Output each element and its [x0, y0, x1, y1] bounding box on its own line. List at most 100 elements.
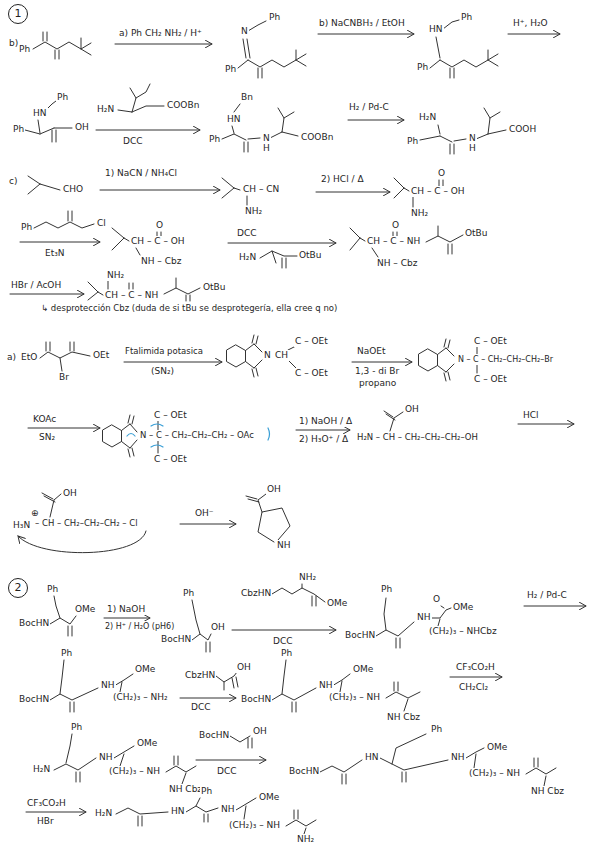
chem-text: C – OEt [294, 368, 329, 379]
section-number-text: 1 [15, 8, 22, 20]
chem-text: COOBn [300, 132, 334, 143]
chem-text: H₂ / Pd-C [526, 590, 568, 601]
chem-text: HN [428, 24, 444, 35]
chem-text: Ph [182, 588, 195, 599]
chem-text: OH [62, 488, 78, 499]
chem-text: NH Cbz [386, 712, 421, 723]
chem-text: NH – Cbz [140, 256, 182, 267]
chem-text: Ph [12, 124, 25, 135]
chem-text: H₂N [418, 112, 437, 123]
chem-text: CbzHN [184, 670, 216, 681]
chem-text: NH – Cbz [376, 258, 418, 269]
chem-text: Ftalimida potasica [124, 346, 204, 357]
chem-text: O [155, 220, 164, 231]
chem-text: b) NaCNBH₃ / EtOH [318, 18, 406, 29]
chem-text: CH – CN [242, 184, 280, 195]
chem-text: C – OEt [153, 454, 188, 465]
chem-text: Ph [60, 648, 73, 659]
chem-text: 1) NaOH [106, 604, 146, 615]
chem-text: H⁺, H₂O [512, 18, 549, 29]
chem-text: EtO [20, 352, 38, 363]
chem-text: OtBu [202, 282, 227, 293]
chem-text: OMe [136, 738, 158, 749]
chem-text: NH Cbz [530, 786, 565, 797]
chem-text: DCC [216, 766, 238, 777]
chem-text: NH [318, 680, 334, 691]
chem-text: (CH₂)₃ – NH [468, 768, 521, 779]
chem-text: DCC [122, 136, 144, 147]
chem-text: OMe [486, 742, 508, 753]
chem-text: N – C – CH₂–CH₂–CH₂ – OAc [139, 430, 255, 441]
chem-text: OMe [74, 604, 96, 615]
chem-text: DCC [236, 228, 258, 239]
chem-text: 2) HCl / Δ [320, 174, 365, 185]
chem-text: N [240, 26, 249, 37]
chem-text: Ph [460, 12, 473, 23]
chem-text: OtBu [464, 228, 489, 239]
chem-text: c) [8, 176, 18, 187]
chem-text: BocHN [198, 730, 230, 741]
margin-note: ↳ desprotección Cbz (duda de si tBu se d… [40, 303, 338, 314]
chem-text: H [468, 143, 477, 154]
chem-text: CH – C – NH [104, 290, 159, 301]
chem-text: N – C – CH₂–CH₂–CH₂–Br [457, 354, 554, 365]
chem-text: NH [276, 540, 292, 551]
chem-text: H₂N [32, 764, 51, 775]
chem-text: HN [226, 114, 242, 125]
chem-text: H₃N [12, 520, 31, 531]
chem-text: BocHN [160, 634, 192, 645]
chem-text: H₂ / Pd-C [348, 102, 390, 113]
chem-text: NH₂ [410, 208, 429, 219]
chem-text: DCC [190, 702, 212, 713]
chem-text: OEt [92, 350, 110, 361]
chem-text: CbzHN [240, 588, 272, 599]
chem-text: 1,3 - di Br [354, 366, 400, 377]
chem-text: NH [100, 680, 116, 691]
chem-text: BocHN [18, 694, 50, 705]
chem-text: OH [210, 622, 226, 633]
chem-text: NH₂ [106, 270, 125, 281]
chem-text: (CH₂)₃ – NHCbz [428, 626, 498, 637]
chem-text: NH₂ [298, 572, 317, 583]
chem-text: (CH₂)₃ – NH [328, 692, 381, 703]
chem-text: Ph [380, 584, 393, 595]
chem-text: Ph [416, 62, 429, 73]
chem-text: Ph [406, 136, 419, 147]
chem-text: a) Ph CH₂ NH₂ / H⁺ [118, 28, 203, 39]
chem-text: N [263, 350, 272, 361]
chem-text: Ph [268, 12, 281, 23]
chem-text: OH [236, 662, 252, 673]
chem-text: OH [252, 726, 268, 737]
chem-text: HBr / AcOH [10, 280, 62, 291]
chem-text: Ph [280, 648, 293, 659]
section-number-text: 2 [15, 582, 22, 594]
chem-text: CH – C – OH [410, 186, 466, 197]
chem-text: Ph [70, 722, 83, 733]
chem-text: – CH – CH₂–CH₂–CH₂ – Cl [34, 518, 139, 529]
chem-text: HN [364, 752, 380, 763]
chem-text: OMe [134, 664, 156, 675]
chem-text: Ph [18, 44, 31, 55]
chem-text: HBr [36, 816, 55, 827]
chem-text: (CH₂)₃ – NH [108, 766, 161, 777]
chem-text: BocHN [18, 618, 50, 629]
chem-text: NH₂ [296, 834, 315, 845]
chem-text: O [432, 594, 441, 605]
chem-text: BocHN [288, 766, 320, 777]
chem-text: Ph [20, 222, 33, 233]
chem-text: COOBn [166, 100, 200, 111]
chem-text: OMe [452, 602, 474, 613]
chem-text: NaOEt [356, 346, 387, 357]
chem-text: Ph [200, 786, 213, 797]
chem-text: H₂N [94, 808, 113, 819]
chem-text: propano [358, 378, 397, 389]
chem-text: (SN₂) [150, 366, 175, 377]
chem-text: OtBu [298, 250, 323, 261]
chem-text: CH₂Cl₂ [458, 682, 489, 693]
chem-text: HN [32, 108, 48, 119]
chem-text: NH Cbz [168, 784, 203, 795]
chem-text: Br [58, 372, 70, 383]
chem-text: Ph [224, 64, 237, 75]
chem-text: O [437, 168, 446, 179]
